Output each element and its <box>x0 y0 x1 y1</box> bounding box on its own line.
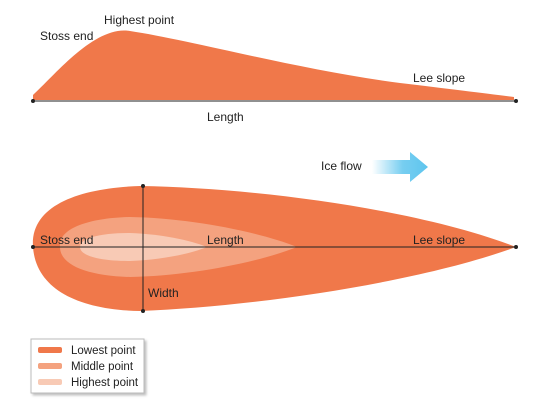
lee-slope-label: Lee slope <box>413 71 465 85</box>
stoss-end-label-plan: Stoss end <box>40 233 93 247</box>
legend-label-highest: Highest point <box>71 377 139 389</box>
ice-flow-label: Ice flow <box>321 159 362 173</box>
width-endpoint-top <box>141 184 145 188</box>
length-label-plan: Length <box>207 233 244 247</box>
drumlin-profile <box>33 30 514 100</box>
highest-point-label: Highest point <box>104 13 175 27</box>
side-view: Stoss end Highest point Lee slope Length <box>31 13 518 124</box>
legend-label-middle: Middle point <box>71 361 134 373</box>
length-endpoint-right <box>514 99 518 103</box>
length-plan-endpoint-right <box>514 245 518 249</box>
width-endpoint-bottom <box>141 309 145 313</box>
width-label: Width <box>148 286 179 300</box>
legend-swatch-lowest <box>38 347 62 353</box>
lee-slope-label-plan: Lee slope <box>413 233 465 247</box>
legend-swatch-middle <box>38 363 62 369</box>
stoss-end-label: Stoss end <box>40 29 93 43</box>
legend-label-lowest: Lowest point <box>71 345 136 357</box>
length-label-side: Length <box>207 110 244 124</box>
legend-swatch-highest <box>38 379 62 385</box>
legend: Lowest point Middle point Highest point <box>30 338 145 394</box>
ice-flow-arrow-icon <box>372 152 428 182</box>
length-plan-endpoint-left <box>31 245 35 249</box>
ice-flow: Ice flow <box>321 152 428 182</box>
length-endpoint-left <box>31 99 35 103</box>
plan-view: Stoss end Length Lee slope Width <box>31 184 518 313</box>
